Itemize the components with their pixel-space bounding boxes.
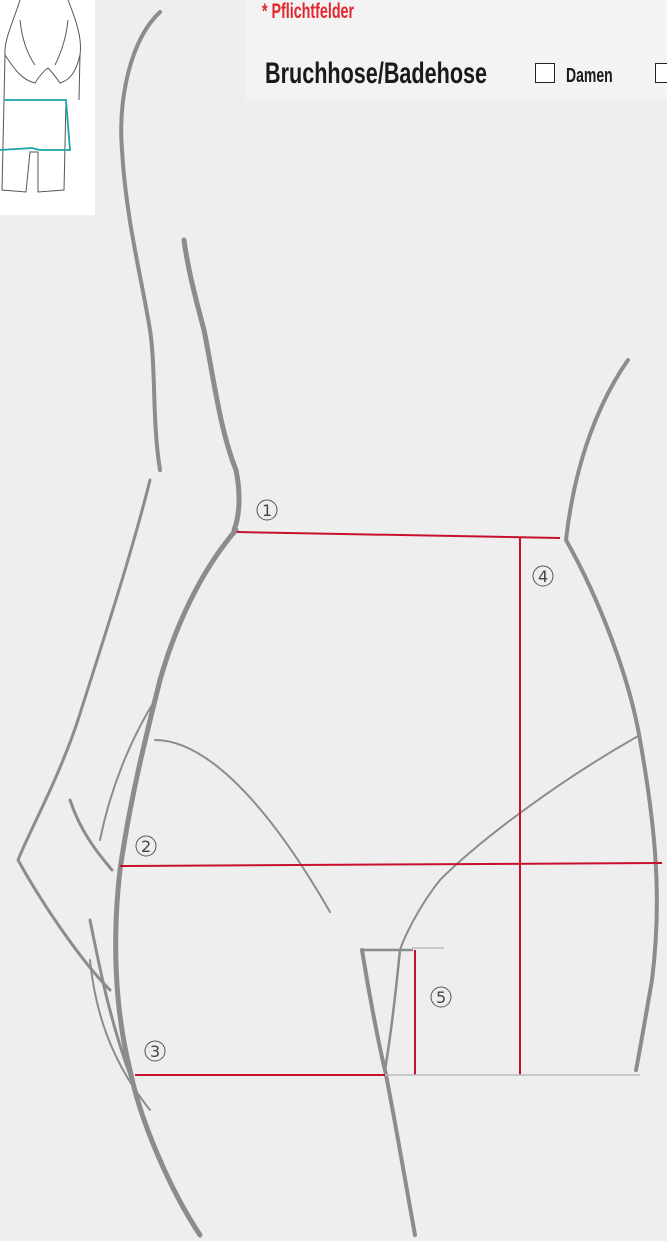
marker-2-label: 2 <box>141 837 151 856</box>
marker-5-label: 5 <box>436 988 446 1007</box>
marker-3-label: 3 <box>150 1042 160 1061</box>
marker-1-label: 1 <box>262 501 272 520</box>
marker-4-label: 4 <box>538 567 548 586</box>
